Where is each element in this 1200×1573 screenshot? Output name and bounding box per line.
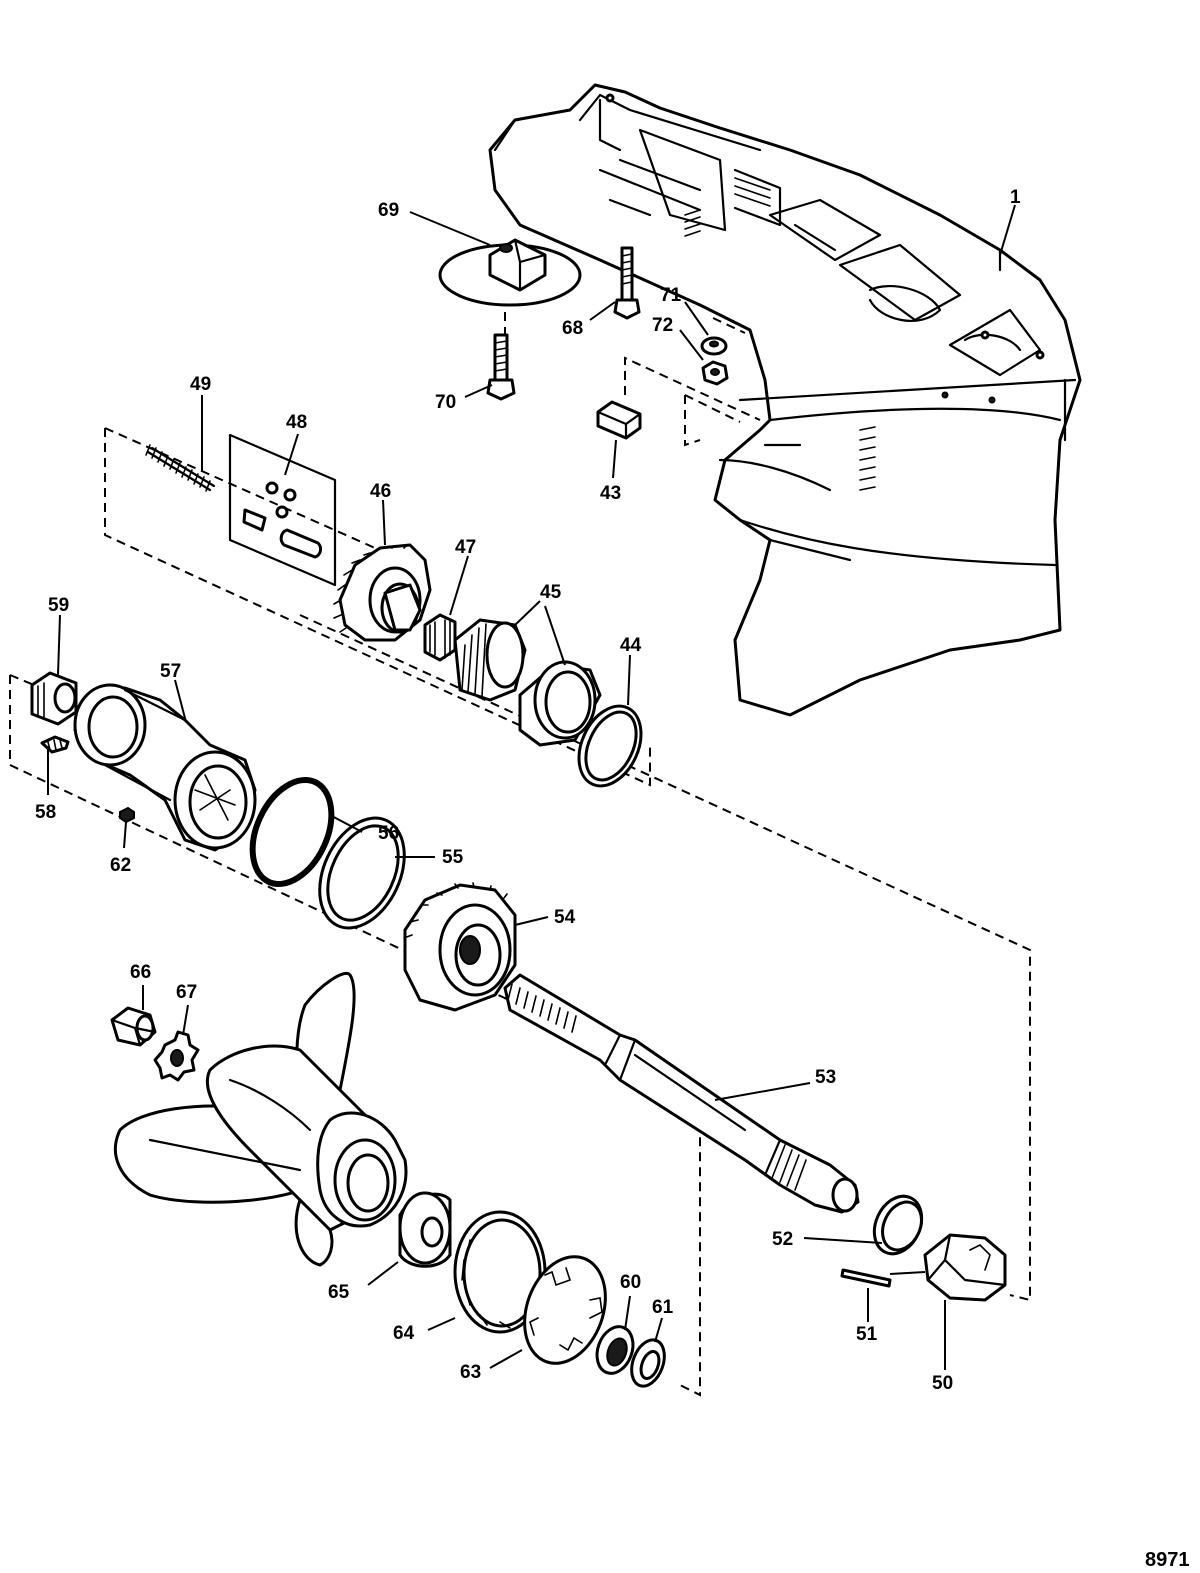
callout-71: 71 <box>660 285 682 306</box>
callout-63: 63 <box>460 1362 481 1383</box>
o-ring-56 <box>249 777 335 887</box>
callout-55: 55 <box>442 847 464 868</box>
gear-housing <box>488 83 1082 717</box>
callout-45: 45 <box>540 582 562 603</box>
callout-59: 59 <box>48 595 69 616</box>
callout-labels: 1 69 68 71 72 70 49 48 46 47 45 44 43 59… <box>35 187 1190 1571</box>
leader-lines <box>47 204 1016 1370</box>
detent-parts-card-48 <box>228 433 337 587</box>
sliding-clutch-50 <box>923 1233 1007 1302</box>
spring-49 <box>145 444 216 492</box>
grease-fitting-58 <box>40 735 70 754</box>
callout-60: 60 <box>620 1272 641 1293</box>
trim-tab-anode <box>438 238 582 307</box>
tab-washer-67 <box>153 1030 200 1082</box>
housing-vent-slots <box>684 177 876 491</box>
thrust-hub-65 <box>398 1191 452 1268</box>
callout-62: 62 <box>110 855 131 876</box>
callout-52: 52 <box>772 1229 793 1250</box>
callout-53: 53 <box>815 1067 836 1088</box>
callout-64: 64 <box>393 1323 415 1344</box>
callout-61: 61 <box>652 1297 674 1318</box>
needle-bearing-59 <box>30 671 78 726</box>
forward-gear-46 <box>333 543 432 642</box>
thrust-ring-55 <box>318 816 406 930</box>
shim-44 <box>577 704 643 788</box>
drawing-number: 8971 <box>1145 1549 1190 1571</box>
retainer-63 <box>523 1255 607 1365</box>
callout-46: 46 <box>370 481 391 502</box>
propeller-nut-66 <box>110 1006 157 1047</box>
bearing-carrier-57 <box>73 683 257 852</box>
callout-70: 70 <box>435 392 456 413</box>
callout-72: 72 <box>652 315 673 336</box>
cross-pin-51 <box>840 1268 892 1288</box>
reverse-gear-54 <box>403 882 517 1012</box>
callout-68: 68 <box>562 318 583 339</box>
callout-66: 66 <box>130 962 151 983</box>
plug-62 <box>119 806 135 824</box>
propeller-shaft-53 <box>503 973 860 1214</box>
washer-71 <box>700 336 728 356</box>
callout-48: 48 <box>286 412 307 433</box>
cross-pin-spring-52 <box>872 1194 924 1256</box>
callout-43: 43 <box>600 483 621 504</box>
screw-70 <box>486 333 516 401</box>
bearing-64 <box>453 1210 547 1334</box>
callout-51: 51 <box>856 1324 878 1345</box>
callout-65: 65 <box>328 1282 350 1303</box>
nut-72 <box>701 360 729 386</box>
callout-49: 49 <box>190 374 211 395</box>
seal-60 <box>595 1325 635 1375</box>
callout-54: 54 <box>554 907 576 928</box>
callout-67: 67 <box>176 982 197 1003</box>
callout-57: 57 <box>160 661 181 682</box>
tapered-roller-bearing-45 <box>453 618 602 747</box>
propeller <box>114 971 408 1267</box>
insert-43 <box>596 400 642 440</box>
callout-1: 1 <box>1010 187 1021 208</box>
callout-47: 47 <box>455 537 476 558</box>
callout-69: 69 <box>378 200 399 221</box>
callout-50: 50 <box>932 1373 953 1394</box>
screw-68 <box>613 246 641 320</box>
callout-56: 56 <box>378 823 399 844</box>
needle-bearing-47 <box>423 613 457 662</box>
callout-44: 44 <box>620 635 642 656</box>
callout-58: 58 <box>35 802 56 823</box>
